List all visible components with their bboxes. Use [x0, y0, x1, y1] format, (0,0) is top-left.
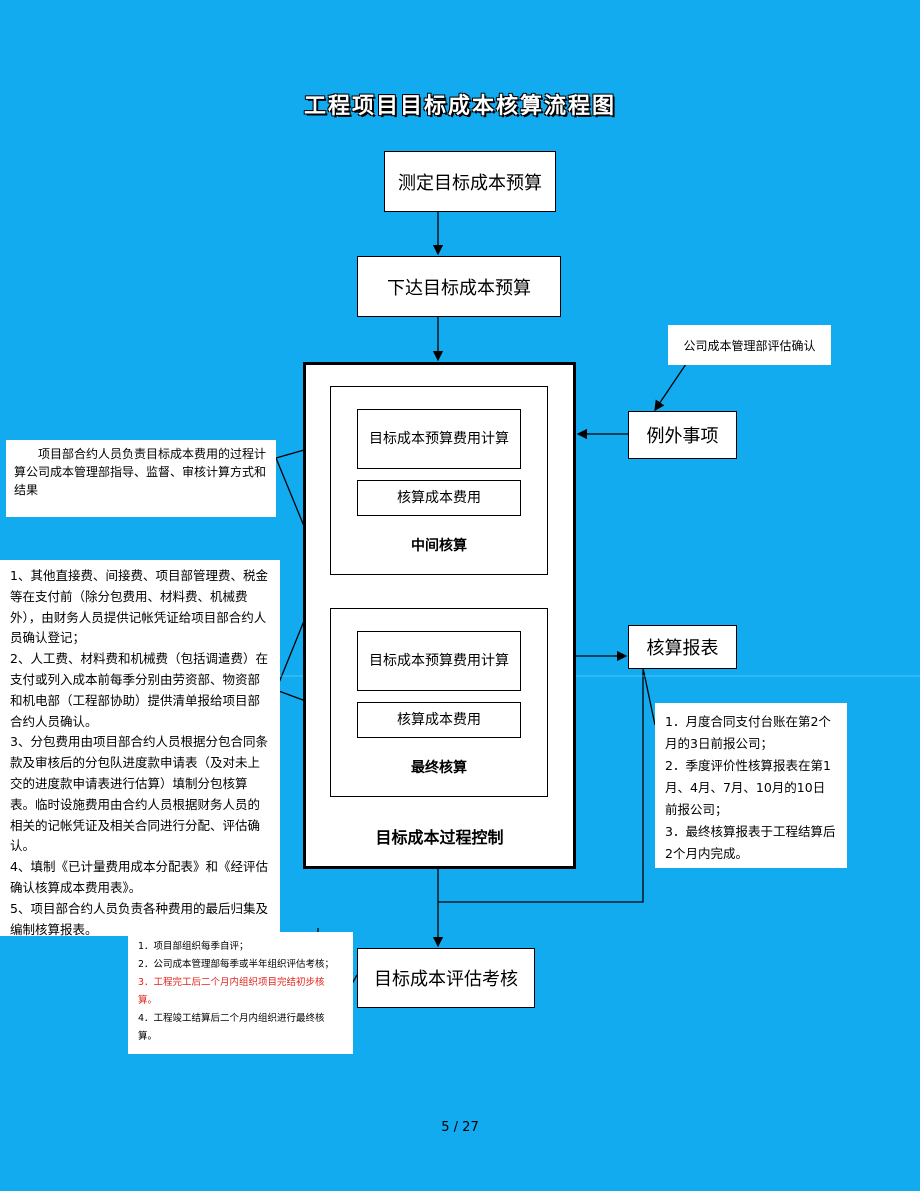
eval-step-3: 3．工程完工后二个月内组织项目完结初步核算。 — [138, 977, 325, 1006]
left-step-4: 4、填制《已计量费用成本分配表》和《经评估确认核算成本费用表》。 — [10, 859, 268, 895]
report-step-3: 3．最终核算报表于工程结算后2个月内完成。 — [665, 824, 836, 861]
check-box-final: 核算成本费用 — [357, 702, 521, 738]
report-step-1: 1．月度合同支付台账在第2个月的3日前报公司； — [665, 714, 831, 751]
final-accounting-label: 最终核算 — [411, 760, 467, 776]
eval-step-2: 2．公司成本管理部每季或半年组织评估考核； — [138, 959, 335, 970]
eval-step-1: 1．项目部组织每季自评； — [138, 941, 249, 952]
left-step-3: 3、分包费用由项目部合约人员根据分包合同条款及审核后的分包队进度款申请表（及对未… — [10, 734, 268, 854]
left-step-5: 5、项目部合约人员负责各种费用的最后归集及编制核算报表。 — [10, 900, 268, 937]
evaluation-steps-note: 1．项目部组织每季自评； 2．公司成本管理部每季或半年组织评估考核； 3．工程完… — [128, 932, 353, 1054]
exception-box: 例外事项 — [628, 411, 737, 459]
left-step-2: 2、人工费、材料费和机械费（包括调遣费）在支付或列入成本前每季分别由劳资部、物资… — [10, 651, 268, 729]
accounting-report-box: 核算报表 — [628, 625, 737, 669]
left-steps-note: 1、其他直接费、间接费、项目部管理费、税金等在支付前（除分包费用、材料费、机械费… — [0, 560, 280, 937]
report-steps-note: 1．月度合同支付台账在第2个月的3日前报公司； 2．季度评价性核算报表在第1月、… — [655, 703, 847, 868]
evaluation-box: 目标成本评估考核 — [357, 948, 535, 1008]
check-box-middle: 核算成本费用 — [357, 480, 521, 516]
page-title: 工程项目目标成本核算流程图 — [303, 94, 616, 119]
process-control-label: 目标成本过程控制 — [375, 828, 504, 847]
calc-box-middle: 目标成本预算费用计算 — [357, 409, 521, 469]
company-confirm-note: 公司成本管理部评估确认 — [668, 325, 831, 365]
measure-target-cost-box: 测定目标成本预算 — [384, 151, 556, 212]
report-step-2: 2．季度评价性核算报表在第1月、4月、7月、10月的10日前报公司； — [665, 758, 831, 817]
middle-accounting-label: 中间核算 — [411, 538, 467, 554]
calc-box-final: 目标成本预算费用计算 — [357, 631, 521, 691]
eval-step-4: 4．工程竣工结算后二个月内组织进行最终核算。 — [138, 1013, 325, 1042]
left-step-1: 1、其他直接费、间接费、项目部管理费、税金等在支付前（除分包费用、材料费、机械费… — [10, 568, 268, 646]
issue-target-cost-box: 下达目标成本预算 — [357, 256, 561, 317]
page-number: 5 / 27 — [441, 1120, 479, 1135]
contract-calc-note: 项目部合约人员负责目标成本费用的过程计算公司成本管理部指导、监督、审核计算方式和… — [6, 440, 276, 517]
